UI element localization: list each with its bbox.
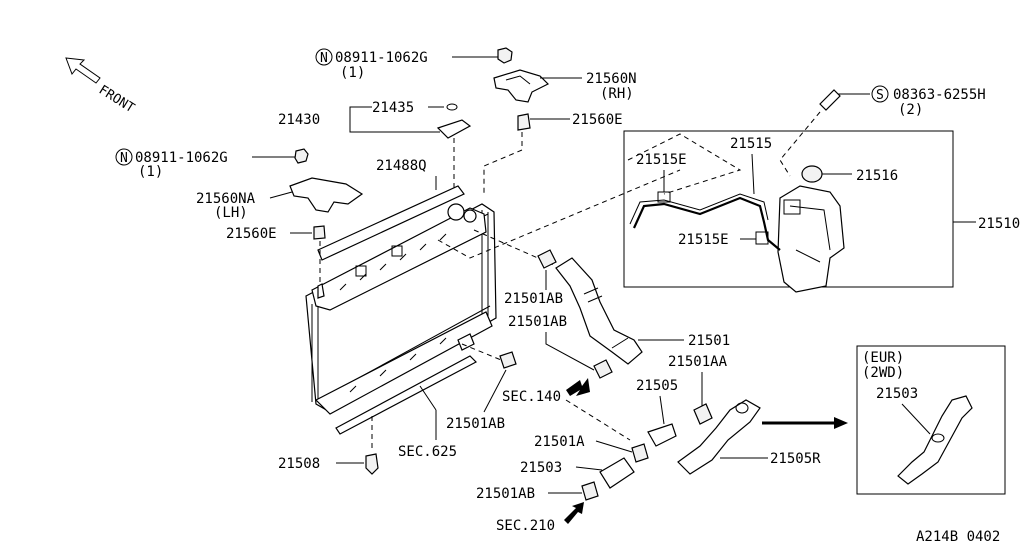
label-21510[interactable]: 21510 bbox=[978, 216, 1020, 232]
bracket-21560N bbox=[493, 69, 582, 103]
sec140-arrow-icon bbox=[566, 378, 590, 396]
bracket-21560NA bbox=[289, 177, 364, 213]
drain-plug-21508 bbox=[365, 453, 379, 475]
inset-label-21503[interactable]: 21503 bbox=[876, 386, 918, 402]
label-sec625[interactable]: SEC.625 bbox=[398, 444, 457, 460]
label-lh: (LH) bbox=[214, 205, 248, 221]
nut-top-symbol: N bbox=[320, 51, 328, 66]
nut-left-code: 08911-1062G bbox=[135, 150, 228, 166]
nut-callout-left[interactable]: N 08911-1062G (1) bbox=[115, 148, 296, 180]
label-21515E-top[interactable]: 21515E bbox=[636, 152, 687, 168]
label-21430[interactable]: 21430 bbox=[278, 112, 320, 128]
nut-left-symbol: N bbox=[120, 151, 128, 166]
seal-21488Q bbox=[317, 185, 465, 261]
reservoir-box bbox=[623, 130, 954, 288]
label-21501AB-3[interactable]: 21501AB bbox=[446, 416, 505, 432]
inset-line2: (2WD) bbox=[862, 365, 904, 381]
label-21508[interactable]: 21508 bbox=[278, 456, 320, 472]
label-rh: (RH) bbox=[600, 86, 634, 102]
label-21505R[interactable]: 21505R bbox=[770, 451, 821, 467]
label-sec210[interactable]: SEC.210 bbox=[496, 518, 555, 534]
nut-part-top bbox=[497, 47, 513, 64]
label-21560N[interactable]: 21560N bbox=[586, 71, 637, 87]
screw-callout[interactable]: S 08363-6255H (2) bbox=[836, 85, 986, 118]
footer-code: A214B 0402 bbox=[916, 529, 1000, 545]
rubber-21560E-top bbox=[517, 113, 531, 131]
label-21501AB-2[interactable]: 21501AB bbox=[508, 314, 567, 330]
nut-left-qty: (1) bbox=[138, 164, 163, 180]
label-21515E-mid[interactable]: 21515E bbox=[678, 232, 729, 248]
label-21501[interactable]: 21501 bbox=[688, 333, 730, 349]
inset-box bbox=[856, 345, 1006, 495]
nut-symbol-icon-left bbox=[115, 148, 133, 166]
label-21501A[interactable]: 21501A bbox=[534, 434, 585, 450]
clamp-21501AB-4 bbox=[581, 481, 599, 501]
clip-21515E-mid bbox=[755, 231, 769, 245]
label-21516[interactable]: 21516 bbox=[856, 168, 898, 184]
clamp-21501AA bbox=[693, 403, 713, 425]
hose-21505R bbox=[677, 399, 761, 475]
clamp-21501AB-2 bbox=[593, 359, 613, 379]
label-21515[interactable]: 21515 bbox=[730, 136, 772, 152]
radiator-assembly bbox=[305, 203, 497, 415]
front-label: FRONT bbox=[96, 83, 137, 117]
nut-top-code: 08911-1062G bbox=[335, 50, 428, 66]
cap-21516 bbox=[801, 165, 823, 183]
inset-arrow-icon bbox=[834, 417, 848, 429]
label-21501AB-1[interactable]: 21501AB bbox=[504, 291, 563, 307]
label-21560NA[interactable]: 21560NA bbox=[196, 191, 256, 207]
reservoir-tank-21510 bbox=[777, 185, 845, 293]
label-21435[interactable]: 21435 bbox=[372, 100, 414, 116]
label-21501AB-4[interactable]: 21501AB bbox=[476, 486, 535, 502]
label-21560E-left[interactable]: 21560E bbox=[226, 226, 277, 242]
screw-part bbox=[819, 89, 841, 111]
clip-21435 bbox=[446, 103, 458, 111]
clamp-21501AB-3 bbox=[499, 351, 517, 369]
hose-21503 bbox=[599, 457, 635, 489]
inset-hose-21503 bbox=[897, 395, 973, 485]
lower-seal bbox=[335, 355, 477, 435]
label-sec140[interactable]: SEC.140 bbox=[502, 389, 561, 405]
screw-qty: (2) bbox=[898, 102, 923, 118]
nut-symbol-icon bbox=[315, 48, 333, 66]
label-21488Q[interactable]: 21488Q bbox=[376, 158, 427, 174]
clip-21515E-top bbox=[657, 191, 671, 203]
cap-21430 bbox=[436, 119, 472, 139]
rubber-21560E-left bbox=[313, 225, 326, 240]
screw-code: 08363-6255H bbox=[893, 87, 986, 103]
screw-symbol: S bbox=[876, 88, 884, 103]
screw-symbol-icon bbox=[871, 85, 889, 103]
front-arrow-icon: FRONT bbox=[65, 57, 137, 117]
label-21501AA[interactable]: 21501AA bbox=[668, 354, 728, 370]
nut-top-qty: (1) bbox=[340, 65, 365, 81]
clamp-21501A bbox=[631, 443, 649, 463]
hose-21515 bbox=[632, 196, 781, 251]
label-21503[interactable]: 21503 bbox=[520, 460, 562, 476]
hose-21501 bbox=[555, 257, 643, 365]
clamp-21501AB-1 bbox=[537, 249, 557, 269]
label-21560E-top[interactable]: 21560E bbox=[572, 112, 623, 128]
nut-part-left bbox=[294, 148, 309, 164]
nut-callout-top[interactable]: N 08911-1062G (1) bbox=[315, 48, 498, 81]
label-21505[interactable]: 21505 bbox=[636, 378, 678, 394]
hose-21505 bbox=[647, 423, 677, 447]
sec210-arrow-icon bbox=[564, 502, 584, 524]
inset-line1: (EUR) bbox=[862, 350, 904, 366]
